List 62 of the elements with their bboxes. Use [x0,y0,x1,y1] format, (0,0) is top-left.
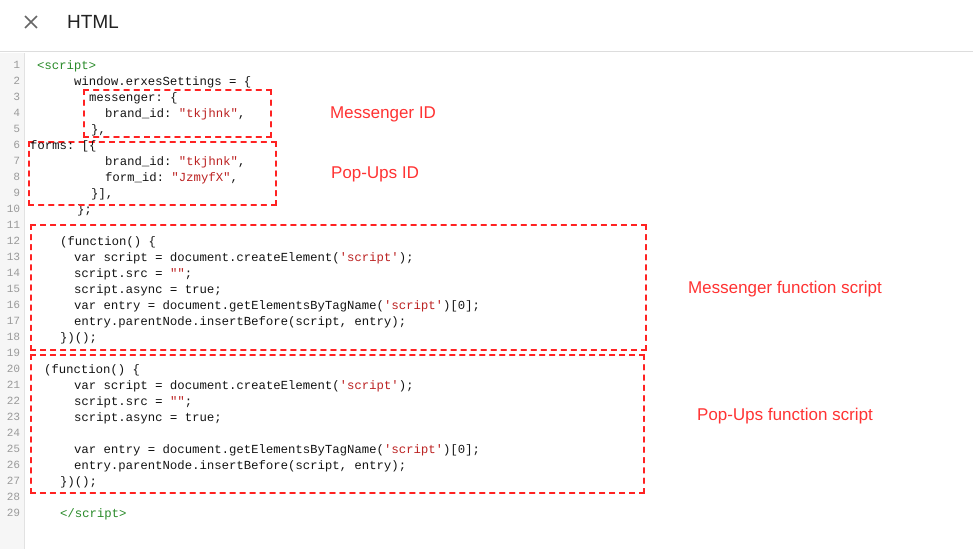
code-line: window.erxesSettings = { [74,74,252,90]
line-number: 1 [12,59,20,74]
line-number: 26 [6,459,20,474]
line-number: 23 [6,411,20,426]
annotation-label: Pop-Ups ID [331,163,419,183]
line-number: 10 [6,203,20,218]
code-line: brand_id: "tkjhnk", [105,106,246,122]
line-number: 9 [12,187,20,202]
code-line: })(); [60,474,97,490]
code-line: }, [91,122,106,138]
dashed-highlight-box [28,141,277,206]
line-number: 11 [6,219,20,234]
code-line: script.async = true; [74,410,222,426]
line-number: 20 [6,363,20,378]
line-number: 12 [6,235,20,250]
code-line: script.src = ""; [74,394,192,410]
code-line: var script = document.createElement('script'); [74,250,414,266]
line-number: 7 [12,155,20,170]
code-line: script.src = ""; [74,266,192,282]
line-number: 13 [6,251,20,266]
dialog-title: HTML [67,12,119,34]
code-line: }], [91,186,114,202]
dashed-highlight-box [30,224,647,351]
line-number: 16 [6,299,20,314]
line-number: 8 [12,171,20,186]
code-line: messenger: { [89,90,178,106]
line-number: 5 [12,123,20,138]
line-number: 14 [6,267,20,282]
code-line: })(); [60,330,97,346]
code-line: (function() { [44,362,140,378]
code-line: entry.parentNode.insertBefore(script, entry); [74,314,406,330]
line-number: 28 [6,491,20,506]
code-line: <script> [37,58,96,74]
line-number: 6 [12,139,20,154]
code-line: brand_id: "tkjhnk", [105,154,246,170]
dashed-highlight-box [30,354,645,494]
line-number: 25 [6,443,20,458]
code-line: var script = document.createElement('script'); [74,378,414,394]
line-number: 22 [6,395,20,410]
code-line: var entry = document.getElementsByTagName('script')[0]; [74,442,480,458]
line-number: 4 [12,107,20,122]
line-number: 18 [6,331,20,346]
annotation-label: Messenger ID [330,103,436,123]
line-number: 3 [12,91,20,106]
line-number: 21 [6,379,20,394]
code-line: script.async = true; [74,282,222,298]
code-line: forms: [{ [30,138,96,154]
annotation-label: Pop-Ups function script [697,405,873,425]
code-line: var entry = document.getElementsByTagName('script')[0]; [74,298,480,314]
line-number: 15 [6,283,20,298]
line-number: 2 [12,75,20,90]
code-line: (function() { [60,234,156,250]
code-line: form_id: "JzmyfX", [105,170,238,186]
line-number: 29 [6,507,20,522]
line-number: 17 [6,315,20,330]
code-line: </script> [60,506,126,522]
annotation-label: Messenger function script [688,278,882,298]
code-line: entry.parentNode.insertBefore(script, entry); [74,458,406,474]
line-number: 19 [6,347,20,362]
dashed-highlight-box [83,89,272,138]
line-number: 27 [6,475,20,490]
line-number: 24 [6,427,20,442]
